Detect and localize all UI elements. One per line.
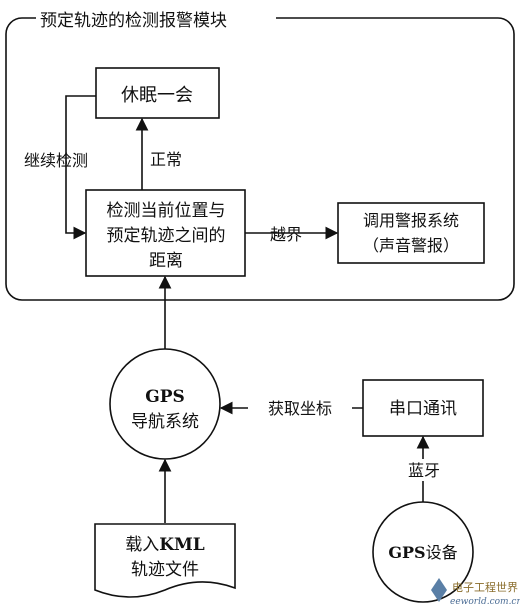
watermark-brand: 电子工程世界 xyxy=(452,581,518,594)
edge-bluetooth-label: 蓝牙 xyxy=(408,461,440,480)
check-box xyxy=(85,189,246,277)
alarm-line-1: 调用警报系统 xyxy=(363,211,459,230)
module-title: 预定轨迹的检测报警模块 xyxy=(40,11,227,31)
gps-device-label: GPS设备 xyxy=(388,543,457,562)
gps-nav-line-2: 导航系统 xyxy=(131,412,199,432)
alarm-line-2: （声音警报） xyxy=(363,236,459,255)
edge-normal-label: 正常 xyxy=(150,150,182,169)
sleep-label: 休眠一会 xyxy=(121,85,193,106)
kml-prefix: 载入 xyxy=(125,535,159,555)
check-line-3: 距离 xyxy=(149,251,183,271)
check-line-1: 检测当前位置与 xyxy=(107,201,226,221)
edge-continue xyxy=(65,95,96,240)
edge-get-coords-label: 获取坐标 xyxy=(268,399,332,418)
gps-device-gps: GPS xyxy=(388,543,425,562)
gps-device-suffix: 设备 xyxy=(426,543,458,562)
alarm-box xyxy=(337,202,485,264)
edge-continue-label: 继续检测 xyxy=(24,151,88,170)
kml-bold: KML xyxy=(159,535,205,555)
gps-nav-line-1: GPS xyxy=(145,387,185,407)
watermark-logo-icon xyxy=(431,578,447,602)
sleep-box xyxy=(95,67,220,119)
watermark-url: eeworld.com.cn xyxy=(450,597,520,607)
kml-line-2: 轨迹文件 xyxy=(131,560,199,580)
kml-line-1: 载入KML xyxy=(125,535,205,555)
check-line-2: 预定轨迹之间的 xyxy=(107,226,226,246)
kml-document xyxy=(94,523,236,598)
edge-out-of-bounds-label: 越界 xyxy=(270,225,302,244)
serial-label: 串口通讯 xyxy=(389,399,457,419)
watermark: 电子工程世界 eeworld.com.cn xyxy=(431,578,520,607)
